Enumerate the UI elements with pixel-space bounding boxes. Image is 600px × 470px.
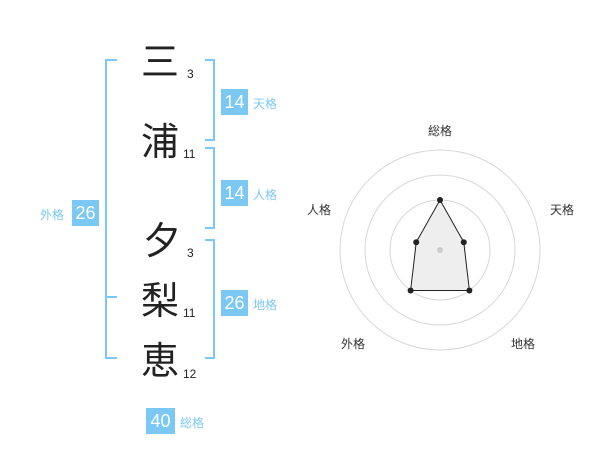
chikaku-label: 地格 [253,298,278,312]
jinkaku-bracket [205,147,215,229]
radar-label-chikaku: 地格 [511,337,536,351]
given-char-1-strokes: 3 [187,246,194,260]
radar-ring-3 [364,174,516,326]
gaikaku-value-badge: 26 [72,200,99,226]
surname-char-2: 浦 [141,120,180,164]
given-char-2-strokes: 11 [183,306,196,320]
radar-label-tenkaku: 天格 [550,203,575,217]
radar-label-soukaku: 総格 [428,124,453,138]
given-char-2: 梨 [141,279,180,323]
chikaku-value-badge: 26 [221,290,248,316]
gaikaku-label: 外格 [40,208,65,222]
soukaku-label: 総格 [180,416,205,430]
jinkaku-value-badge: 14 [221,180,248,206]
gaikaku-bracket [105,59,117,359]
radar-point-tenkaku [460,239,467,246]
tenkaku-value-badge: 14 [221,89,248,115]
radar-point-soukaku [437,197,443,203]
given-char-1: 夕 [143,219,182,263]
soukaku-value-badge: 40 [146,408,175,434]
tenkaku-label: 天格 [253,97,278,111]
given-char-3: 恵 [141,339,180,383]
surname-char-1: 三 [141,40,180,84]
jinkaku-label: 人格 [253,188,278,202]
surname-char-1-strokes: 3 [187,67,194,81]
surname-char-2-strokes: 11 [183,147,196,161]
radar-point-chikaku [466,287,473,294]
tenkaku-bracket [205,59,215,141]
radar-center-dot [437,247,443,253]
radar-polygon [410,198,470,291]
radar-ring-4 [339,149,541,351]
radar-label-gaikaku: 外格 [341,337,366,351]
radar-point-jinkaku [413,239,420,246]
radar-label-jinkaku: 人格 [307,203,332,217]
chikaku-bracket [205,239,215,359]
radar-point-gaikaku [407,287,414,294]
given-char-3-strokes: 12 [183,367,197,381]
